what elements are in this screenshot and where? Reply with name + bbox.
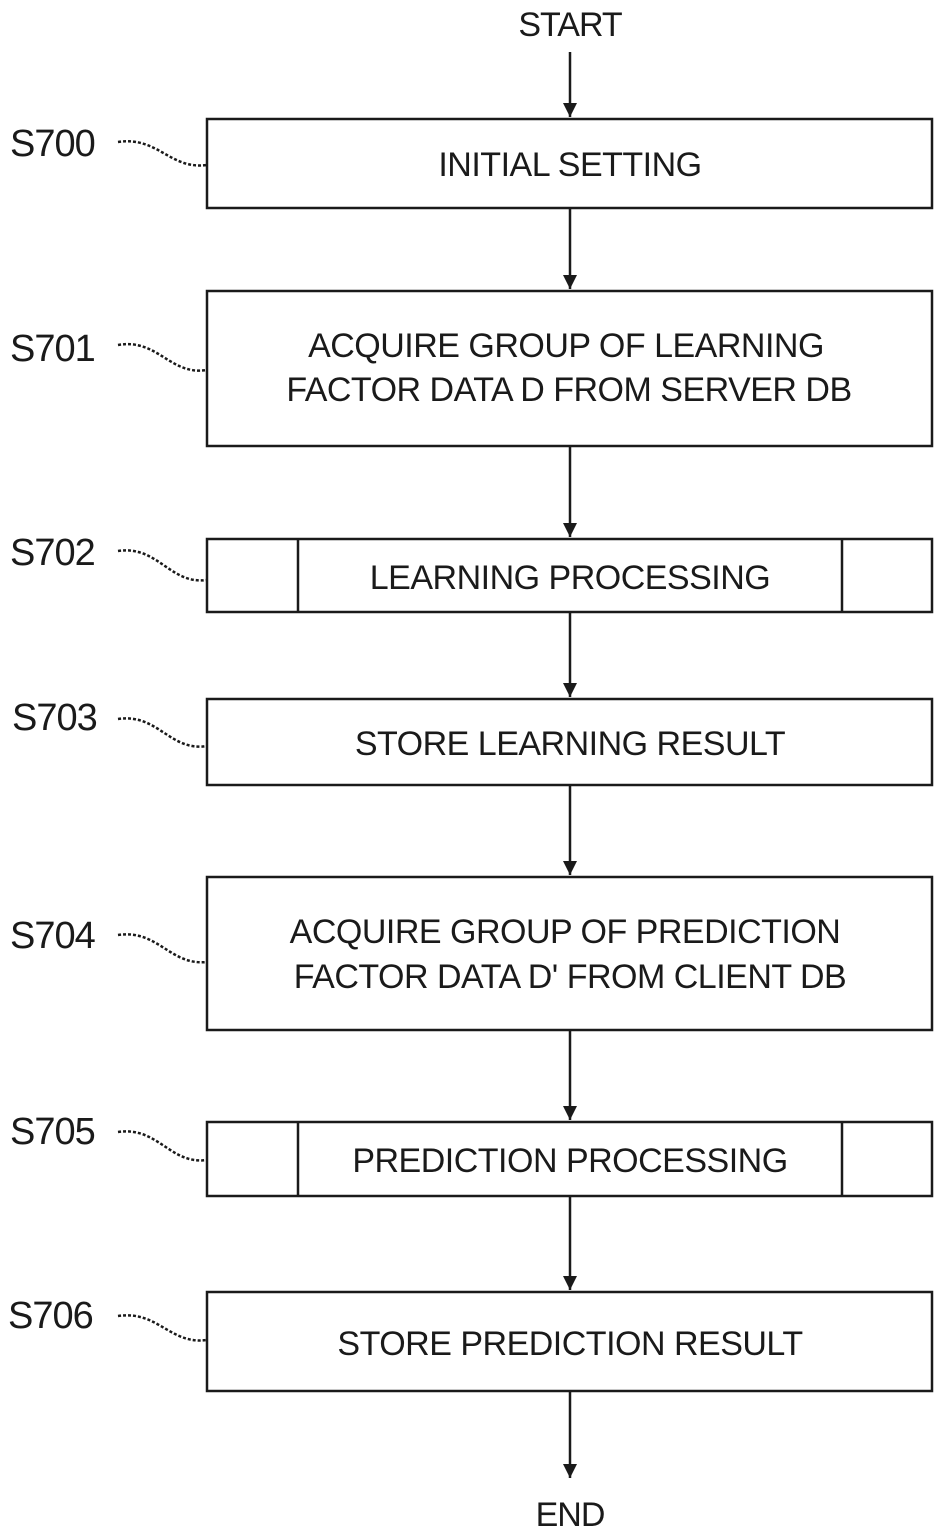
box-text-line-2: FACTOR DATA D FROM SERVER DB [286,371,851,409]
step-label: S703 [12,697,97,739]
step-label: S701 [10,328,95,370]
end-terminal: END [536,1496,605,1534]
step-label: S705 [10,1111,95,1153]
box-text: INITIAL SETTING [438,146,701,184]
box-text: PREDICTION PROCESSING [352,1142,787,1180]
box-text: STORE LEARNING RESULT [355,725,785,763]
step-label: S704 [10,915,96,957]
box-text-line-2: FACTOR DATA D' FROM CLIENT DB [294,958,846,996]
step-label: S700 [10,123,95,165]
step-label: S702 [10,532,95,574]
process-box [207,877,932,1030]
leader-line [118,550,207,580]
step-label: S706 [8,1295,93,1337]
step-s703: S703 STORE LEARNING RESULT [12,697,932,785]
step-s706: S706 STORE PREDICTION RESULT [8,1292,932,1391]
box-text: LEARNING PROCESSING [370,559,770,597]
step-s700: S700 INITIAL SETTING [10,119,932,208]
process-box [207,291,932,446]
leader-line [118,344,207,371]
leader-line [118,1131,207,1160]
leader-line [118,1315,207,1340]
box-text-line-1: ACQUIRE GROUP OF PREDICTION [290,913,841,951]
box-text-line-1: ACQUIRE GROUP OF LEARNING [308,327,824,365]
step-s702: S702 LEARNING PROCESSING [10,532,932,612]
start-terminal: START [518,6,622,44]
step-s701: S701 ACQUIRE GROUP OF LEARNING FACTOR DA… [10,291,932,446]
step-s704: S704 ACQUIRE GROUP OF PREDICTION FACTOR … [10,877,932,1030]
box-text: STORE PREDICTION RESULT [337,1325,802,1363]
leader-line [118,934,207,962]
step-s705: S705 PREDICTION PROCESSING [10,1111,932,1196]
leader-line [118,718,207,746]
leader-line [118,141,207,165]
